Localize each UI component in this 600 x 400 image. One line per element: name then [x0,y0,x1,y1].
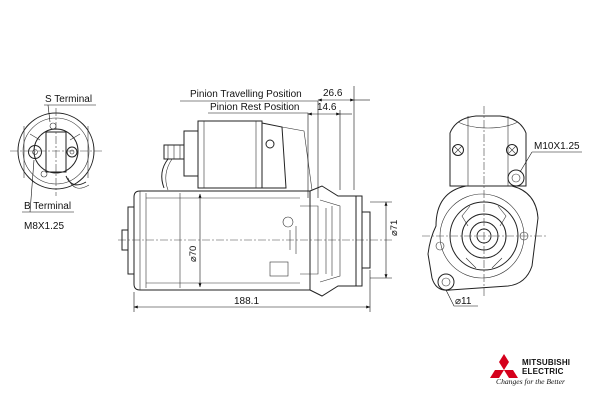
mount-thread-label: M10X1.25 [534,141,580,152]
flange-diameter-dim: ⌀71 [389,220,400,236]
body-diameter-dim: ⌀70 [188,246,199,262]
pinion-rest-dim: 14.6 [317,102,337,113]
hole-diameter-callout: ⌀11 [445,289,478,307]
flange-end-view [422,106,548,296]
b-terminal-thread: M8X1.25 [24,221,64,232]
s-terminal-callout: S Terminal [44,94,96,123]
body-diameter-dimension: ⌀70 [188,193,202,288]
overall-length-dimension: 188.1 [133,270,371,312]
logo-name-line2: ELECTRIC [522,367,564,376]
b-terminal-label: B Terminal [24,201,71,212]
mitsubishi-electric-logo: MITSUBISHI ELECTRIC Changes for the Bett… [490,354,570,386]
b-terminal-callout: B Terminal M8X1.25 [22,159,74,232]
pinion-travelling-label: Pinion Travelling Position [190,89,302,100]
starter-side-view [118,120,392,297]
logo-tagline: Changes for the Better [496,377,565,386]
s-terminal-label: S Terminal [45,94,92,105]
logo-name-line1: MITSUBISHI [522,358,570,367]
pinion-dimensions: Pinion Travelling Position Pinion Rest P… [180,86,370,198]
flange-diameter-dimension: ⌀71 [370,201,400,279]
hole-diameter-dim: ⌀11 [455,296,472,307]
mount-thread-callout: M10X1.25 [519,141,582,173]
terminal-end-view [10,108,102,196]
pinion-rest-label: Pinion Rest Position [210,102,300,113]
pinion-travel-dim: 26.6 [323,88,343,99]
overall-length-dim: 188.1 [234,296,259,307]
three-diamonds-mark [490,354,518,378]
